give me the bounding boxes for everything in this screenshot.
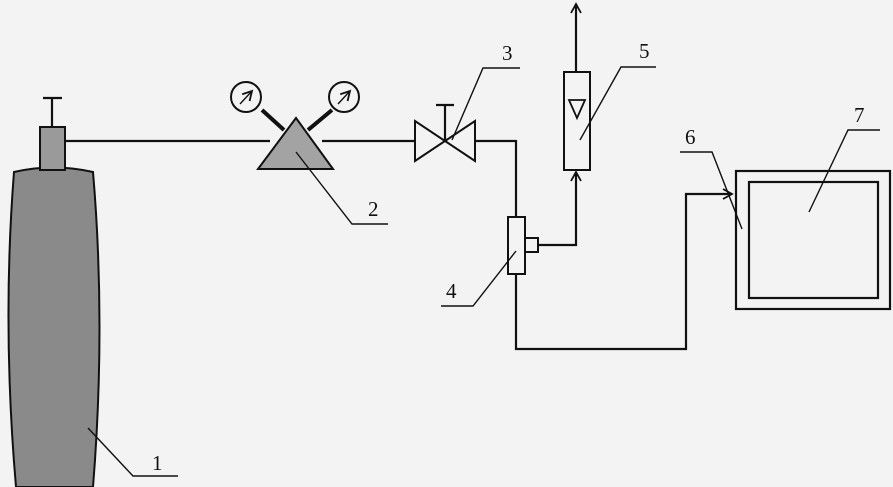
leader-3	[451, 67, 520, 141]
leader-4	[441, 250, 517, 307]
label-3: 3	[502, 41, 513, 65]
tee-branch	[524, 237, 539, 253]
leader-6	[680, 151, 743, 230]
valve-body-left	[414, 119, 447, 163]
chamber-inner-wall	[747, 180, 880, 300]
label-4: 4	[446, 279, 457, 303]
label-6: 6	[685, 125, 696, 149]
flowmeter-tube	[563, 71, 591, 171]
cylinder-valve-stem	[39, 126, 66, 171]
regulator-triangle	[256, 116, 335, 170]
flowmeter	[563, 2, 591, 171]
gauge-right-needle	[337, 89, 352, 105]
gauge-left-stem	[260, 108, 286, 132]
flowmeter-float-icon	[567, 99, 587, 121]
label-5: 5	[639, 39, 650, 63]
label-7: 7	[854, 103, 865, 127]
valve-body-right	[443, 119, 476, 163]
label-2: 2	[368, 197, 379, 221]
label-1: 1	[152, 451, 163, 475]
leader-lines	[87, 66, 880, 477]
tee-connector	[507, 216, 539, 275]
cylinder-body	[7, 166, 101, 487]
leader-2	[295, 151, 388, 225]
pipe-valve-to-tee	[475, 139, 518, 217]
pipe-tee-to-chamber	[514, 188, 734, 351]
test-chamber	[734, 169, 892, 311]
pressure-regulator	[230, 81, 360, 170]
leader-5	[579, 66, 656, 141]
leader-7	[808, 129, 880, 213]
gauge-right-stem	[306, 108, 334, 132]
gas-cylinder	[7, 96, 101, 487]
leader-1	[87, 427, 178, 477]
pipe-tee-to-flowmeter	[538, 170, 582, 247]
shutoff-valve	[414, 103, 476, 163]
tee-body	[507, 216, 526, 275]
gauge-left-needle	[239, 89, 254, 105]
